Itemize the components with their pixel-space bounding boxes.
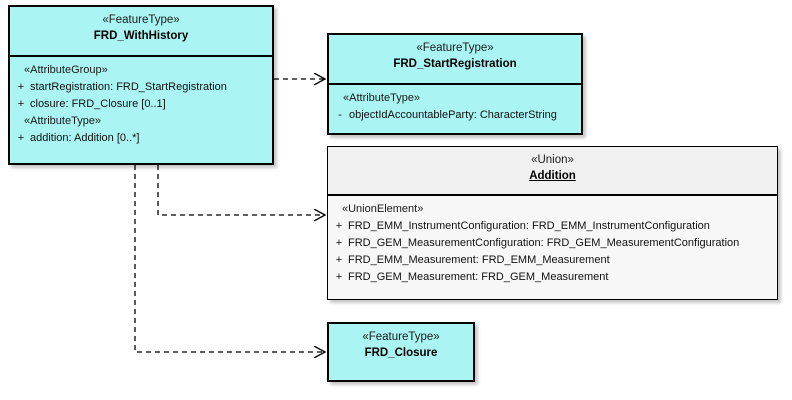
class-stereotype: «Union»	[531, 154, 574, 166]
class-box-frd-start-registration[interactable]: «FeatureType» FRD_StartRegistration «Att…	[327, 33, 583, 135]
attribute-label: startRegistration: FRD_StartRegistration	[30, 81, 227, 93]
attribute-row[interactable]: + FRD_EMM_InstrumentConfiguration: FRD_E…	[330, 218, 775, 235]
class-header-addition: «Union» Addition	[328, 147, 777, 196]
class-stereotype: «FeatureType»	[102, 14, 180, 26]
attribute-label: addition: Addition [0..*]	[30, 132, 140, 144]
attribute-group-label: «AttributeGroup»	[24, 64, 108, 76]
visibility-marker: +	[17, 98, 25, 110]
class-header-frd-closure: «FeatureType» FRD_Closure	[329, 324, 473, 380]
visibility-marker: +	[335, 271, 343, 283]
class-header-frd-with-history: «FeatureType» FRD_WithHistory	[10, 7, 272, 57]
class-title: FRD_Closure	[364, 347, 438, 359]
attribute-row[interactable]: + closure: FRD_Closure [0..1]	[12, 96, 270, 113]
attribute-label: FRD_EMM_InstrumentConfiguration: FRD_EMM…	[348, 220, 710, 232]
connector-withhistory-addition	[157, 165, 325, 215]
attribute-row[interactable]: + addition: Addition [0..*]	[12, 130, 270, 147]
class-title: Addition	[529, 170, 576, 182]
attribute-label: FRD_GEM_Measurement: FRD_GEM_Measurement	[348, 271, 609, 283]
attribute-row[interactable]: - objectIdAccountableParty: CharacterStr…	[331, 107, 579, 124]
class-title: FRD_StartRegistration	[393, 58, 517, 70]
visibility-marker: +	[335, 237, 343, 249]
attribute-label: FRD_GEM_MeasurementConfiguration: FRD_GE…	[348, 237, 740, 249]
class-box-addition[interactable]: «Union» Addition «UnionElement» + FRD_EM…	[327, 146, 778, 300]
visibility-marker: -	[338, 109, 342, 121]
class-stereotype: «FeatureType»	[416, 42, 494, 54]
attribute-label: closure: FRD_Closure [0..1]	[30, 98, 166, 110]
attribute-row[interactable]: + FRD_EMM_Measurement: FRD_EMM_Measureme…	[330, 252, 775, 269]
class-body-addition: «UnionElement» + FRD_EMM_InstrumentConfi…	[328, 196, 777, 299]
class-body-frd-start-registration: «AttributeType» - objectIdAccountablePar…	[329, 85, 581, 133]
attribute-group-label: «UnionElement»	[342, 203, 424, 215]
attribute-group-label: «AttributeType»	[343, 92, 421, 104]
visibility-marker: +	[335, 220, 343, 232]
visibility-marker: +	[17, 81, 25, 93]
attribute-label: objectIdAccountableParty: CharacterStrin…	[349, 109, 557, 121]
class-title: FRD_WithHistory	[93, 30, 189, 42]
attribute-row[interactable]: + FRD_GEM_MeasurementConfiguration: FRD_…	[330, 235, 775, 252]
attribute-group-label: «AttributeType»	[24, 115, 102, 127]
attribute-label: FRD_EMM_Measurement: FRD_EMM_Measurement	[348, 254, 610, 266]
class-body-frd-with-history: «AttributeGroup» + startRegistration: FR…	[10, 57, 272, 163]
attribute-row[interactable]: + startRegistration: FRD_StartRegistrati…	[12, 79, 270, 96]
class-box-frd-with-history[interactable]: «FeatureType» FRD_WithHistory «Attribute…	[8, 5, 274, 165]
visibility-marker: +	[17, 132, 25, 144]
class-box-frd-closure[interactable]: «FeatureType» FRD_Closure	[327, 322, 475, 382]
attribute-row[interactable]: + FRD_GEM_Measurement: FRD_GEM_Measureme…	[330, 269, 775, 286]
visibility-marker: +	[335, 254, 343, 266]
connector-withhistory-closure	[134, 165, 325, 352]
class-header-frd-start-registration: «FeatureType» FRD_StartRegistration	[329, 35, 581, 85]
class-stereotype: «FeatureType»	[362, 331, 440, 343]
